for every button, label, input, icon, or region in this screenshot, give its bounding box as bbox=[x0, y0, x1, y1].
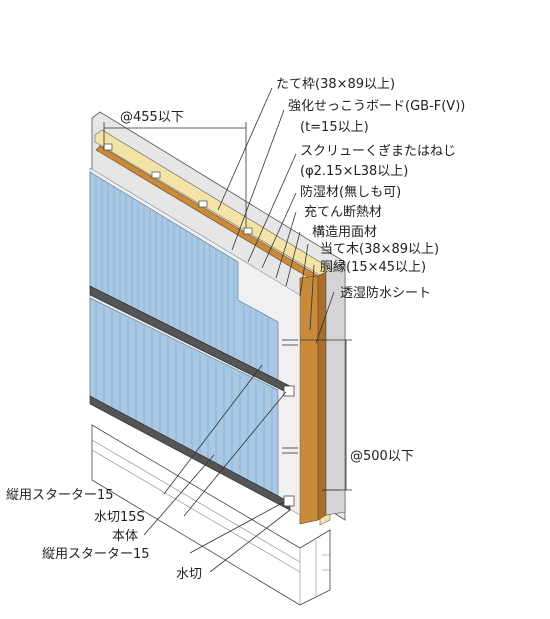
label-starter-lower: 縦用スターター15 bbox=[42, 547, 150, 562]
label-stud: たて枠(38×89以上) bbox=[276, 77, 395, 92]
leader-lines-left bbox=[143, 364, 291, 573]
label-insulation: 充てん断熱材 bbox=[304, 204, 382, 220]
dimension-500-label: @500以下 bbox=[350, 449, 414, 464]
label-screw-1: スクリューくぎまたはねじ bbox=[300, 144, 456, 159]
label-screw-2: (φ2.15×L38以上) bbox=[300, 164, 408, 179]
label-flashing-15s: 水切15S bbox=[94, 510, 145, 525]
dimension-455 bbox=[103, 122, 247, 228]
siding-grooves bbox=[95, 176, 273, 492]
label-board-1: 強化せっこうボード(GB-F(V)) bbox=[288, 99, 465, 114]
label-sheet: 透湿防水シート bbox=[340, 285, 431, 301]
label-vapor: 防湿材(無しも可) bbox=[300, 184, 401, 200]
label-body: 本体 bbox=[112, 529, 138, 544]
insulation-layer bbox=[94, 129, 331, 526]
stud-right-face bbox=[317, 271, 327, 521]
furring-blocks bbox=[103, 143, 253, 235]
label-starter-upper: 縦用スターター15 bbox=[6, 488, 114, 503]
label-flashing: 水切 bbox=[176, 567, 202, 582]
starter-clips bbox=[283, 385, 295, 507]
board-edge bbox=[325, 261, 346, 516]
label-furring: 胴縁(15×45以上) bbox=[320, 259, 426, 275]
dimension-500 bbox=[300, 339, 352, 491]
label-backing: 当て木(38×89以上) bbox=[320, 242, 439, 257]
stud-right bbox=[299, 275, 319, 525]
label-board-2: (t=15以上) bbox=[300, 120, 369, 135]
dimension-455-label: @455以下 bbox=[120, 110, 184, 125]
label-structural: 構造用面材 bbox=[312, 225, 377, 240]
leader-lines-right bbox=[217, 87, 335, 344]
